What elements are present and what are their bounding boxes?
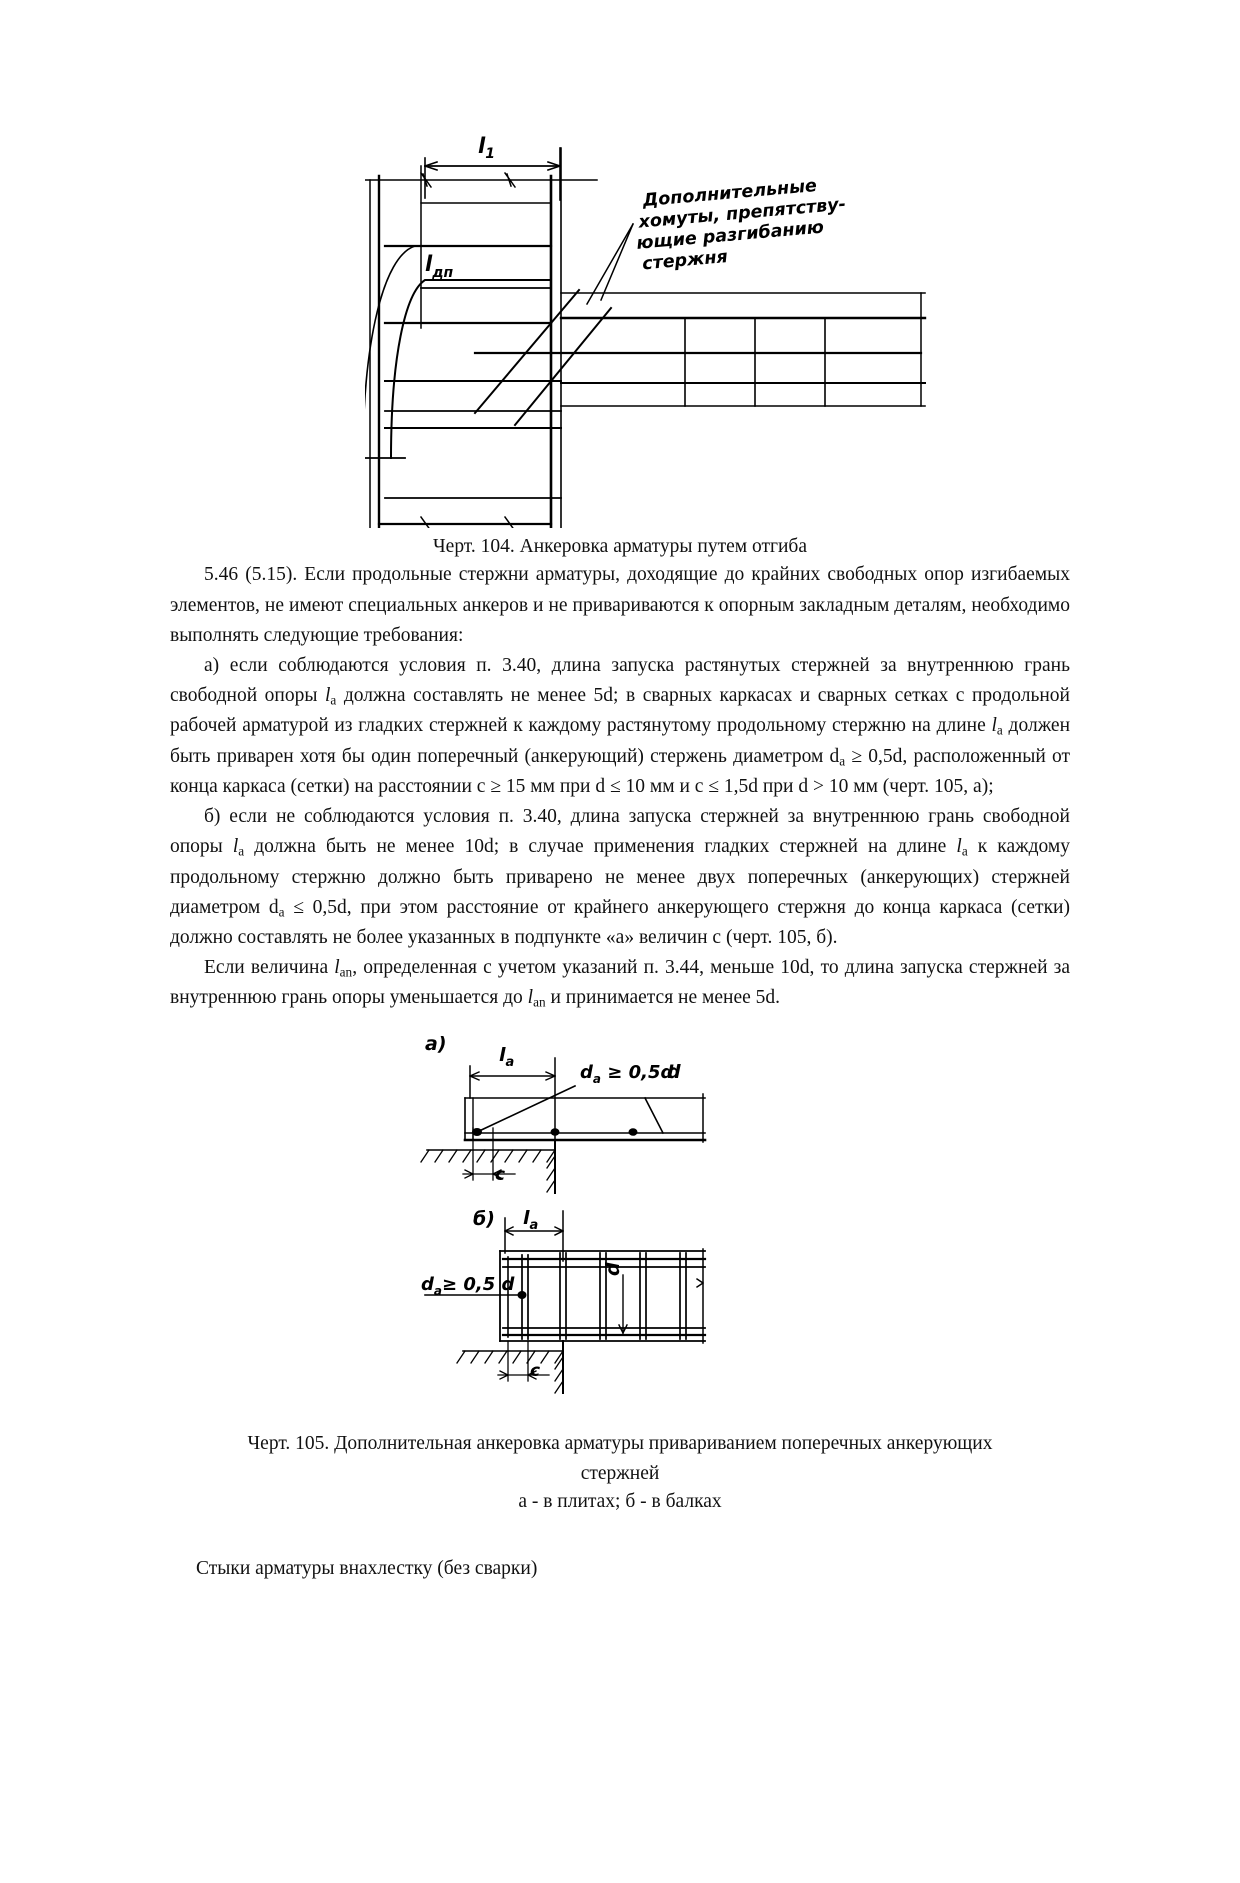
para-b-text-1: б) если не соблюдаются условия п. 3.40, … [170,806,1070,858]
para-a-text-4: ≥ 0,5d, расположенный от конца каркаса (… [170,745,1071,797]
symbol-la-4-sub: а [961,843,968,859]
figure-105a-label-d: d [667,1061,681,1083]
figure-104-container: l1 lдп Дополнительные хомуты, препятству… [170,128,1070,528]
figure-105-container: а) lа dа ≥ 0,5d d c [170,1028,1070,1428]
paragraph-lan: Если величина lan, определенная с учетом… [170,953,1070,1013]
figure-105b-label-da: dа≥ 0,5 d [421,1274,516,1298]
symbol-la-2: l [991,715,997,737]
figure-105a-label-la: lа [499,1044,514,1070]
symbol-la-3-sub: а [238,843,245,859]
figure-104-label-ldp: lдп [425,252,454,281]
figure-104-drawing: l1 lдп Дополнительные хомуты, препятству… [365,128,985,528]
symbol-la-1: l [324,685,331,707]
para-a-text-1: а) если соблюдаются условия п. 3.40, дли… [170,654,1070,707]
figure-104-svg: l1 lдп Дополнительные хомуты, препятству… [365,134,927,528]
symbol-la-4: l [956,836,962,858]
figure-105-caption-line-1: Черт. 105. Дополнительная анкеровка арма… [247,1432,993,1454]
para-lan-text-2: , определенная с учетом указаний п. 3.44… [170,957,1070,1009]
figure-105-part-b-label: б) [473,1208,495,1230]
para-a-text-2: должна составлять не менее 5d; в сварных… [170,685,1070,737]
symbol-lan-2-sub: an [533,995,546,1011]
para-lan-text-1: Если величина [204,957,335,979]
figure-105b-label-d: d [602,1262,624,1276]
figure-104-annotation: Дополнительные хомуты, препятству- ющие … [636,176,847,274]
figure-105-drawing: а) lа dа ≥ 0,5d d c [415,1028,865,1428]
para-b-text-4: ≤ 0,5d, при этом расстояние от крайнего … [170,896,1070,948]
figure-105a-label-c: c [495,1165,505,1185]
symbol-lan-1: l [334,957,340,979]
figure-105a-weld-points [472,1127,638,1136]
symbol-lan-1-sub: an [339,964,353,980]
figure-105b-label-la: lа [523,1207,538,1233]
symbol-lan-2: l [527,987,534,1009]
para-lan-text-3: и принимается не менее 5d. [545,987,781,1009]
figure-105-svg: а) lа dа ≥ 0,5d d c [420,1033,707,1394]
para-b-text-3: к каждому продольному стержню должно быт… [170,836,1071,918]
symbol-la-2-sub: а [996,723,1003,739]
document-page: l1 lдп Дополнительные хомуты, препятству… [0,128,1240,1883]
figure-105-part-a-label: а) [425,1033,447,1055]
paragraph-5-46: 5.46 (5.15). Если продольные стержни арм… [170,564,1070,646]
para-b-text-2: должна быть не менее 10d; в случае приме… [244,836,957,858]
figure-104-label-l1: l1 [478,134,495,162]
symbol-da-sub-a: а [839,753,846,769]
figure-105b-weld-point [517,1290,527,1299]
para-a-text-3: должен быть приварен хотя бы один попере… [170,715,1071,767]
paragraph-b: б) если не соблюдаются условия п. 3.40, … [170,802,1070,953]
figure-105-caption-line-2: стержней [580,1462,660,1484]
figure-105-caption-line-3: а - в плитах; б - в балках [518,1491,722,1513]
symbol-la-3: l [232,836,239,858]
figure-105a-label-da: dа ≥ 0,5d [580,1062,675,1086]
figure-105b-label-c: c [530,1361,540,1381]
section-heading-lap-joints: Стыки арматуры внахлестку (без сварки) [196,1558,538,1580]
symbol-la-1-sub: а [330,692,337,708]
figure-104-caption: Черт. 104. Анкеровка арматуры путем отги… [432,536,807,557]
paragraph-a: а) если соблюдаются условия п. 3.40, дли… [170,651,1070,802]
symbol-da-sub-b: а [278,904,285,920]
